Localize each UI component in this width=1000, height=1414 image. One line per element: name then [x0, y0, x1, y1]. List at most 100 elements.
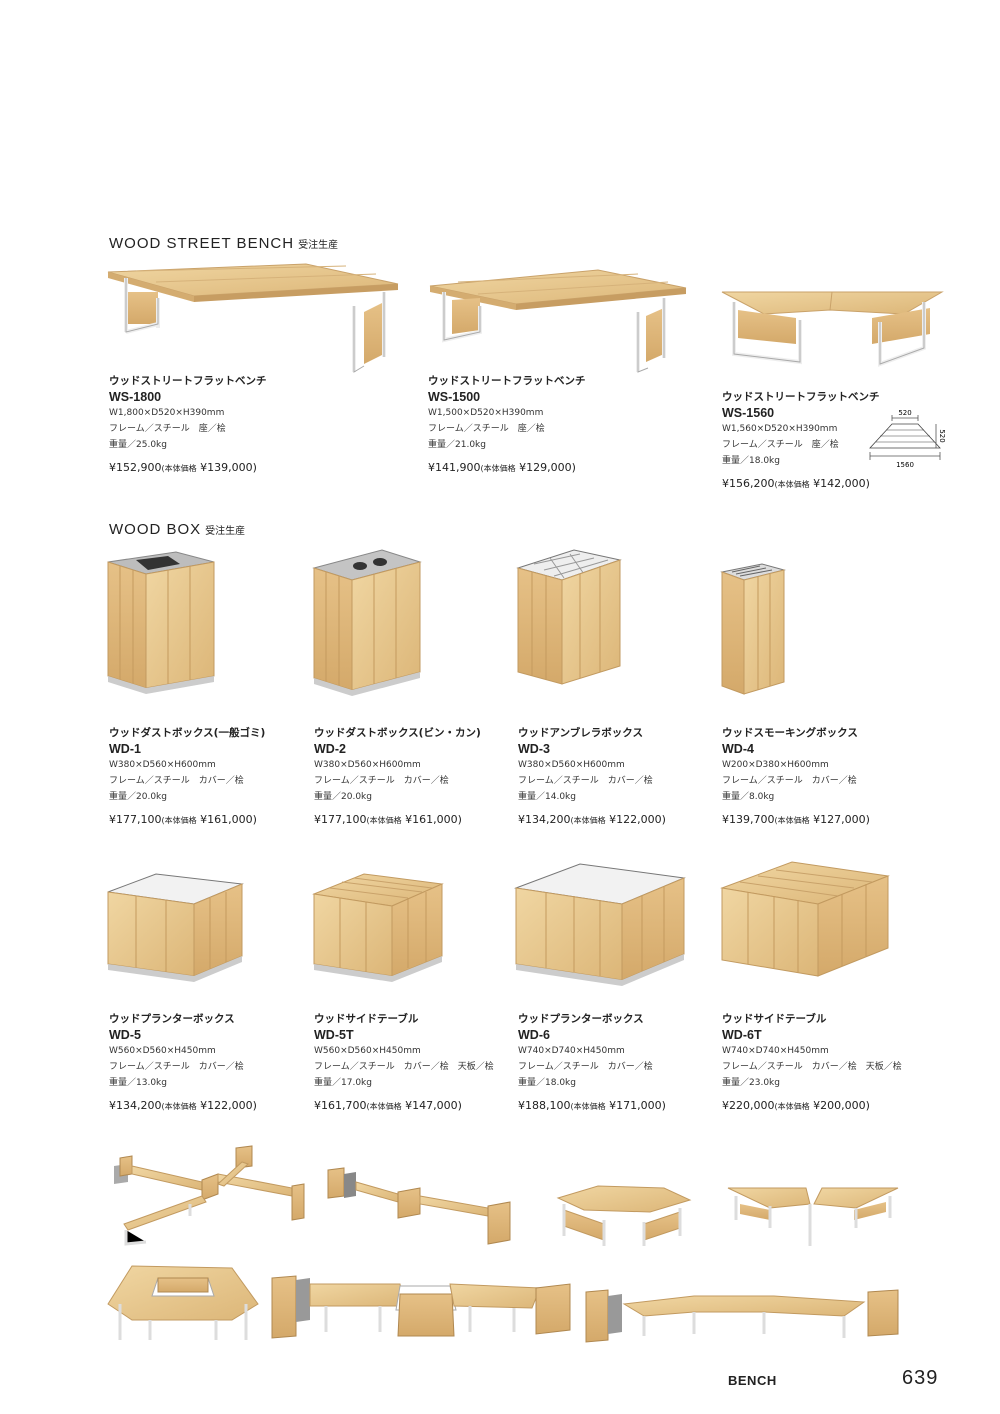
- product-price: ¥139,700(本体価格 ¥127,000): [722, 813, 922, 826]
- product-wd5: ウッドプランターボックス WD-5 W560×D560×H450mm フレーム／…: [109, 1012, 309, 1112]
- product-material: フレーム／スチール カバー／桧: [314, 776, 449, 786]
- base-price-label: (本体価格: [774, 480, 810, 489]
- base-price-label: (本体価格: [161, 464, 197, 473]
- product-weight: 重量／21.0kg: [428, 440, 486, 450]
- product-size: W1,500×D520×H390mm: [428, 408, 544, 418]
- base-price: ¥129,000): [519, 461, 576, 474]
- bench-ws1800-image: [107, 263, 399, 373]
- product-size: W560×D560×H450mm: [314, 1046, 421, 1056]
- product-weight: 重量／14.0kg: [518, 792, 576, 802]
- dim-side-label: 520: [938, 429, 946, 442]
- product-size: W380×D560×H600mm: [314, 760, 421, 770]
- product-weight: 重量／18.0kg: [722, 456, 780, 466]
- product-model: WS-1560: [722, 406, 775, 420]
- product-wd3: ウッドアンブレラボックス WD-3 W380×D560×H600mm フレーム／…: [518, 726, 718, 826]
- product-weight: 重量／17.0kg: [314, 1078, 372, 1088]
- product-name: ウッドストリートフラットベンチ: [109, 375, 267, 387]
- base-price: ¥142,000): [813, 477, 870, 490]
- price-with-tax: ¥177,100: [314, 813, 367, 826]
- price-with-tax: ¥141,900: [428, 461, 481, 474]
- combo-line-layout-image: [327, 1167, 511, 1245]
- bench-ws1560-image: [721, 291, 944, 367]
- product-price: ¥141,900(本体価格 ¥129,000): [428, 461, 628, 474]
- base-price-label: (本体価格: [480, 464, 516, 473]
- base-price-label: (本体価格: [366, 816, 402, 825]
- product-name: ウッドプランターボックス: [518, 1013, 644, 1025]
- product-price: ¥161,700(本体価格 ¥147,000): [314, 1099, 514, 1112]
- product-name: ウッドダストボックス(ビン・カン): [314, 727, 481, 739]
- price-with-tax: ¥161,700: [314, 1099, 367, 1112]
- base-price: ¥161,000): [200, 813, 257, 826]
- product-name: ウッドアンブレラボックス: [518, 727, 643, 739]
- page-number: 639: [902, 1367, 939, 1389]
- product-ws1560: ウッドストリートフラットベンチ WS-1560 W1,560×D520×H390…: [722, 390, 922, 490]
- product-price: ¥188,100(本体価格 ¥171,000): [518, 1099, 718, 1112]
- product-weight: 重量／20.0kg: [314, 792, 372, 802]
- box-wd3-image: [516, 549, 622, 685]
- product-price: ¥152,900(本体価格 ¥139,000): [109, 461, 309, 474]
- price-with-tax: ¥188,100: [518, 1099, 571, 1112]
- product-size: W740×D740×H450mm: [722, 1046, 829, 1056]
- combo-vshape-bench-image: [727, 1187, 899, 1246]
- product-price: ¥134,200(本体価格 ¥122,000): [518, 813, 718, 826]
- combo-square-planter-image: [107, 1265, 259, 1340]
- product-model: WS-1500: [428, 390, 481, 404]
- product-weight: 重量／25.0kg: [109, 440, 167, 450]
- product-size: W380×D560×H600mm: [109, 760, 216, 770]
- product-wd4: ウッドスモーキングボックス WD-4 W200×D380×H600mm フレーム…: [722, 726, 922, 826]
- ws1560-dimension-diagram: 520 520 1560: [869, 409, 946, 469]
- box-wd4-image: [720, 563, 786, 695]
- base-price: ¥139,000): [200, 461, 257, 474]
- combo-wide-layout-image: [271, 1275, 571, 1339]
- product-ws1500: ウッドストリートフラットベンチ WS-1500 W1,500×D520×H390…: [428, 374, 628, 474]
- product-size: W560×D560×H450mm: [109, 1046, 216, 1056]
- dim-bottom-label: 1560: [896, 461, 914, 469]
- base-price: ¥122,000): [609, 813, 666, 826]
- product-size: W1,560×D520×H390mm: [722, 424, 838, 434]
- box-wd1-image: [107, 551, 215, 694]
- base-price-label: (本体価格: [774, 816, 810, 825]
- product-name: ウッドダストボックス(一般ゴミ): [109, 727, 266, 739]
- product-wd2: ウッドダストボックス(ビン・カン) WD-2 W380×D560×H600mm …: [314, 726, 514, 826]
- box-wd5-image: [107, 873, 244, 982]
- product-material: フレーム／スチール カバー／桧 天板／桧: [314, 1062, 494, 1072]
- base-price-label: (本体価格: [366, 1102, 402, 1111]
- product-weight: 重量／23.0kg: [722, 1078, 780, 1088]
- base-price: ¥171,000): [609, 1099, 666, 1112]
- price-with-tax: ¥134,200: [518, 813, 571, 826]
- product-price: ¥134,200(本体価格 ¥122,000): [109, 1099, 309, 1112]
- product-model: WD-6: [518, 1028, 550, 1042]
- product-price: ¥220,000(本体価格 ¥200,000): [722, 1099, 922, 1112]
- combo-cross-layout-image: [114, 1145, 305, 1246]
- product-model: WS-1800: [109, 390, 162, 404]
- box-wd5t-image: [312, 873, 444, 982]
- product-wd1: ウッドダストボックス(一般ゴミ) WD-1 W380×D560×H600mm フ…: [109, 726, 309, 826]
- combo-hexagon-table-image: [556, 1185, 692, 1246]
- product-price: ¥177,100(本体価格 ¥161,000): [314, 813, 514, 826]
- product-name: ウッドプランターボックス: [109, 1013, 235, 1025]
- made-to-order-note: 受注生産: [298, 240, 339, 251]
- product-weight: 重量／8.0kg: [722, 792, 775, 802]
- bench-ws1500-image: [429, 269, 687, 373]
- dim-top-label: 520: [898, 409, 911, 417]
- made-to-order-note: 受注生産: [205, 526, 246, 537]
- product-model: WD-2: [314, 742, 346, 756]
- product-material: フレーム／スチール 座／桧: [109, 424, 226, 434]
- product-weight: 重量／13.0kg: [109, 1078, 167, 1088]
- box-wd6-image: [514, 863, 686, 986]
- product-size: W200×D380×H600mm: [722, 760, 829, 770]
- combo-long-bench-image: [585, 1289, 899, 1343]
- price-with-tax: ¥220,000: [722, 1099, 775, 1112]
- product-material: フレーム／スチール カバー／桧: [722, 776, 857, 786]
- product-size: W740×D740×H450mm: [518, 1046, 625, 1056]
- box-wd6t-image: [720, 861, 890, 977]
- price-with-tax: ¥177,100: [109, 813, 162, 826]
- base-price: ¥127,000): [813, 813, 870, 826]
- product-size: W380×D560×H600mm: [518, 760, 625, 770]
- product-weight: 重量／20.0kg: [109, 792, 167, 802]
- base-price: ¥200,000): [813, 1099, 870, 1112]
- price-with-tax: ¥139,700: [722, 813, 775, 826]
- product-wd6: ウッドプランターボックス WD-6 W740×D740×H450mm フレーム／…: [518, 1012, 718, 1112]
- product-wd6t: ウッドサイドテーブル WD-6T W740×D740×H450mm フレーム／ス…: [722, 1012, 922, 1112]
- product-material: フレーム／スチール カバー／桧 天板／桧: [722, 1062, 902, 1072]
